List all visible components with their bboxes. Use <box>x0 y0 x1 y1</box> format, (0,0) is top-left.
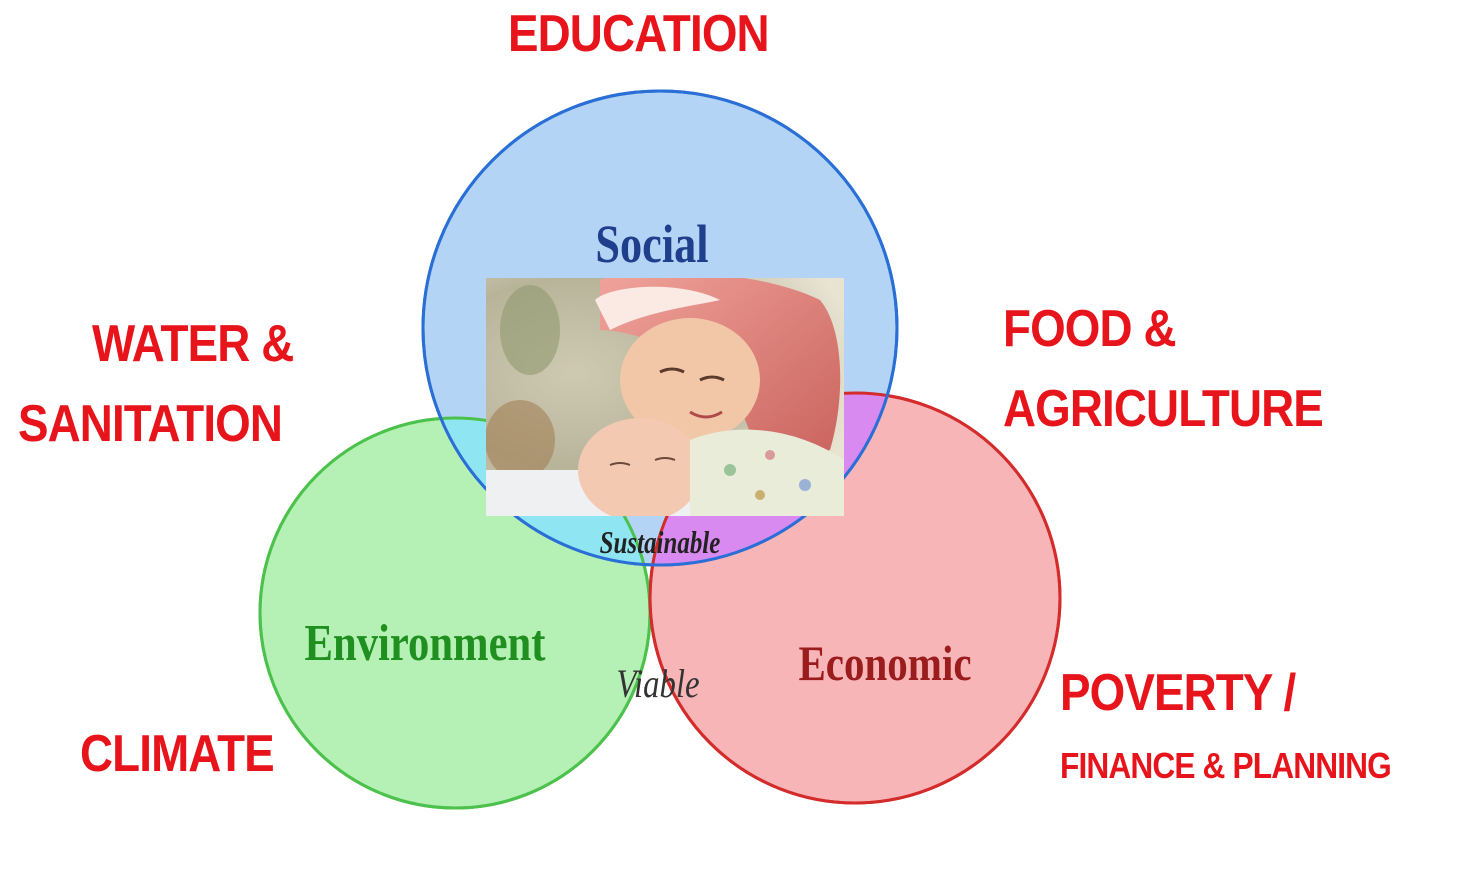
topic-poverty-line1: POVERTY / <box>1060 664 1296 722</box>
sustainable-label: Sustainable <box>600 525 721 561</box>
topic-water-line2: SANITATION <box>18 395 283 453</box>
topic-food-line1: FOOD & <box>1003 300 1177 358</box>
topic-water-line1: WATER & <box>92 315 294 373</box>
economic-label: Economic <box>798 635 971 691</box>
topic-education: EDUCATION <box>508 5 770 63</box>
mother-and-baby-photo <box>486 278 844 516</box>
environment-label: Environment <box>305 615 546 672</box>
social-label: Social <box>595 214 708 274</box>
viable-label: Viable <box>616 661 699 706</box>
topic-climate: CLIMATE <box>80 725 275 783</box>
topic-food-line2: AGRICULTURE <box>1003 380 1324 438</box>
topic-poverty-line2: FINANCE & PLANNING <box>1060 745 1392 786</box>
